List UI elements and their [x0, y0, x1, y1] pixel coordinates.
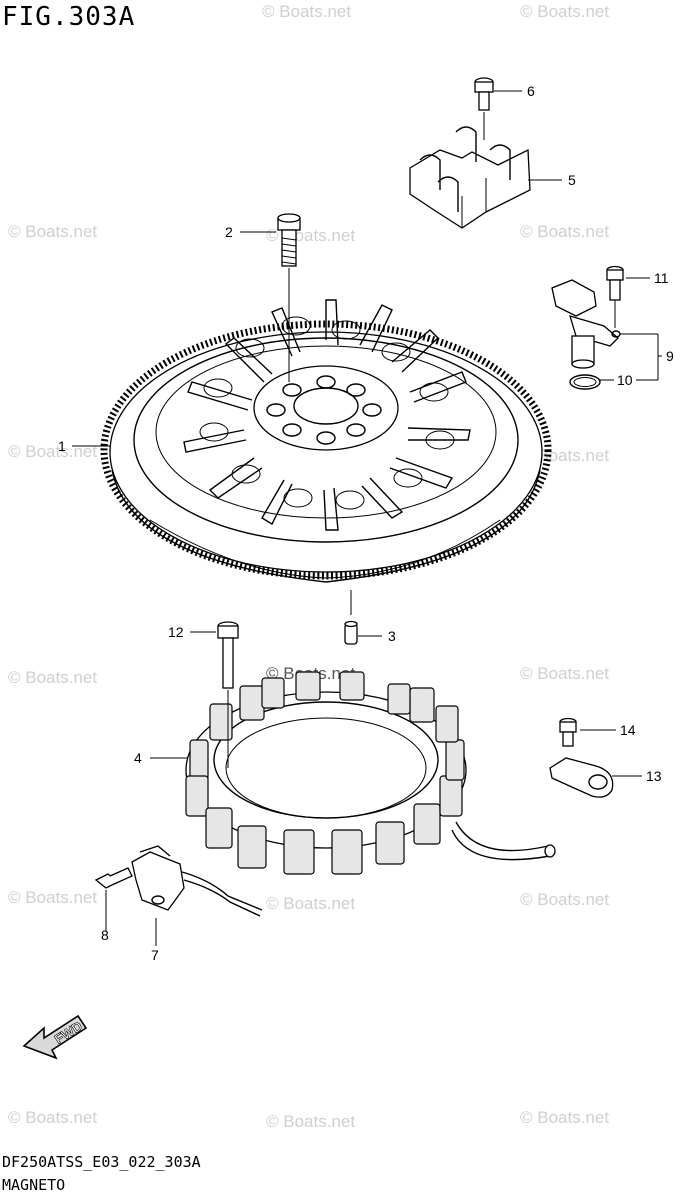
diagram-code: DF250ATSS_E03_022_303A — [2, 1153, 201, 1171]
callout-9: 9 — [666, 348, 674, 364]
callout-10: 10 — [617, 372, 633, 388]
forward-arrow: FWD — [22, 1014, 88, 1060]
callout-5: 5 — [568, 172, 576, 188]
watermark: © Boats.net — [520, 664, 610, 683]
flywheel-bolt[interactable] — [277, 213, 301, 382]
pulser-coil[interactable] — [131, 845, 263, 917]
callout-3: 3 — [388, 628, 396, 644]
bracket-bolt[interactable] — [474, 77, 494, 140]
sensor-bolt[interactable] — [606, 265, 624, 329]
callout-13: 13 — [646, 768, 662, 784]
flywheel[interactable] — [100, 299, 552, 583]
watermark: © Boats.net — [8, 1108, 98, 1127]
watermark: © Boats.net — [8, 668, 98, 687]
callout-7: 7 — [151, 947, 159, 963]
stator[interactable] — [185, 671, 556, 875]
callout-6: 6 — [527, 83, 535, 99]
dowel-pin[interactable] — [344, 590, 358, 645]
watermark: © Boats.net — [266, 1112, 356, 1131]
watermark: © Boats.net — [520, 2, 610, 21]
watermark: © Boats.net — [266, 894, 356, 913]
wire-clamp[interactable] — [549, 757, 614, 798]
watermark: © Boats.net — [520, 890, 610, 909]
leader-lines — [72, 90, 662, 946]
watermark: © Boats.net — [520, 1108, 610, 1127]
watermark: © Boats.net — [262, 2, 352, 21]
bracket[interactable] — [409, 126, 531, 229]
callout-8: 8 — [101, 927, 109, 943]
figure-title: FIG.303A — [2, 2, 136, 32]
clamp-bolt[interactable] — [559, 717, 577, 747]
o-ring[interactable] — [569, 374, 601, 390]
stator-bolt[interactable] — [217, 621, 239, 768]
callout-2: 2 — [225, 224, 233, 240]
watermark: © Boats.net — [8, 442, 98, 461]
callout-12: 12 — [168, 624, 184, 640]
callout-11: 11 — [654, 270, 669, 286]
diagram-name: MAGNETO — [2, 1176, 66, 1194]
pulser-bolt[interactable] — [94, 867, 133, 928]
watermark: © Boats.net — [8, 888, 98, 907]
callout-1: 1 — [58, 438, 66, 454]
callout-4: 4 — [134, 750, 142, 766]
crank-position-sensor[interactable] — [551, 279, 621, 369]
watermark: © Boats.net — [520, 222, 610, 241]
callout-14: 14 — [620, 722, 636, 738]
watermark: © Boats.net — [8, 222, 98, 241]
